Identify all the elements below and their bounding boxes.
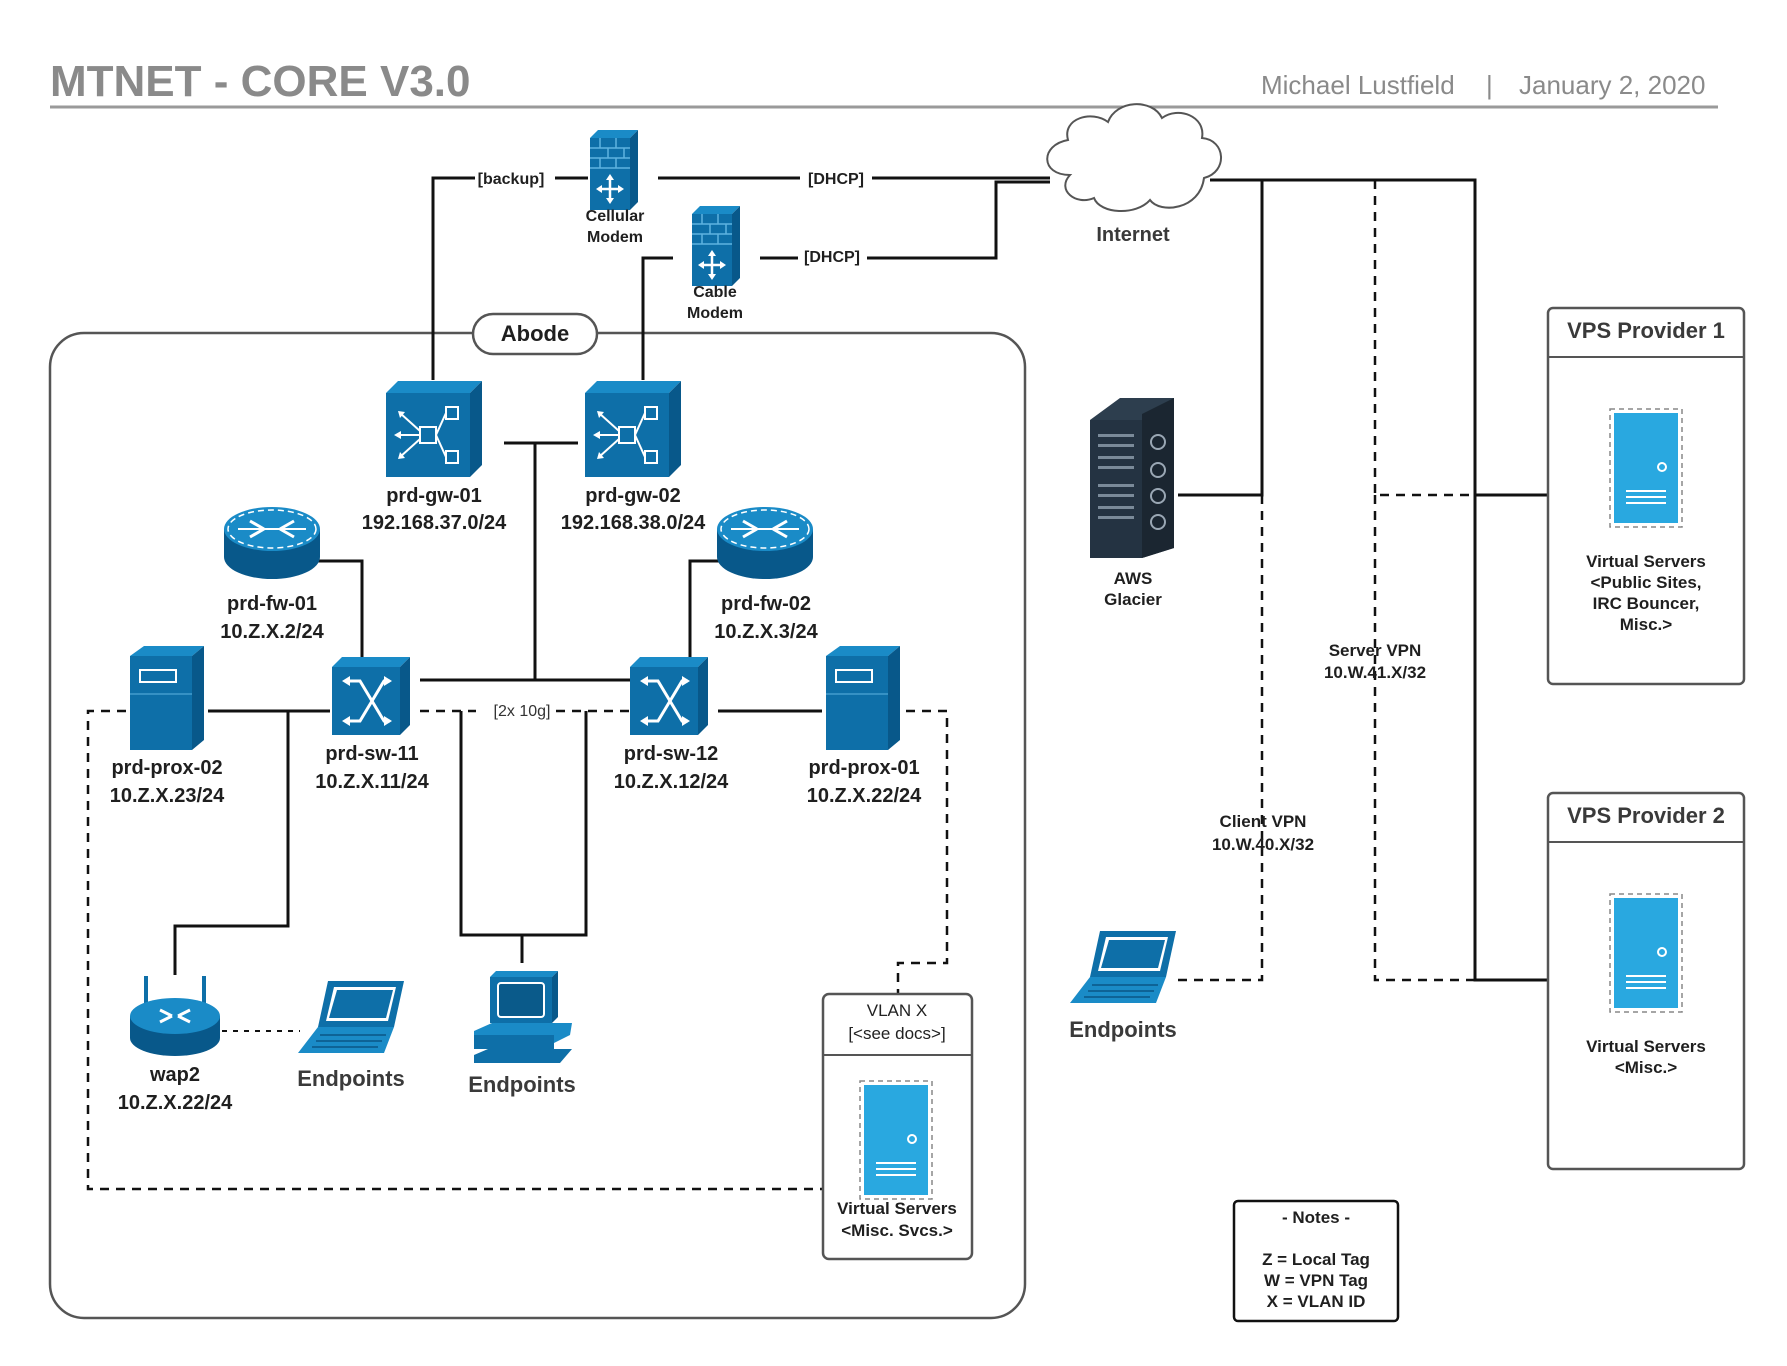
header-author: Michael Lustfield <box>1261 70 1455 100</box>
abode-tab <box>471 312 599 356</box>
gw01-name: prd-gw-01 <box>386 485 482 507</box>
client-vpn-line <box>1178 495 1264 982</box>
notes-title: - Notes - <box>1282 1208 1350 1227</box>
firewall-icon-02 <box>715 505 815 581</box>
gw02-name: prd-gw-02 <box>585 485 681 507</box>
wap-icon <box>128 974 222 1058</box>
sw11-name: prd-sw-11 <box>325 743 418 765</box>
cable-modem-icon <box>690 204 742 288</box>
fw02-name: prd-fw-02 <box>721 593 811 615</box>
desktop-icon <box>473 970 573 1064</box>
client-vpn-line2: 10.W.40.X/32 <box>1212 835 1314 854</box>
notes-line2: W = VPN Tag <box>1264 1271 1368 1290</box>
vps1-title: VPS Provider 1 <box>1567 318 1725 343</box>
abode-label: Abode <box>501 321 569 346</box>
client-vpn-line1: Client VPN <box>1220 812 1307 831</box>
link-fw01-sw11 <box>318 559 364 667</box>
fw02-ip: 10.Z.X.3/24 <box>714 621 818 643</box>
server-vpn-line-1 <box>1373 180 1475 497</box>
vlan-subtitle: [<see docs>] <box>848 1024 945 1043</box>
aws-line1: AWS <box>1114 569 1153 588</box>
prox01-ip: 10.Z.X.22/24 <box>807 785 922 807</box>
vlan-line2: <Misc. Svcs.> <box>841 1221 953 1240</box>
cable-modem-line2: Modem <box>687 305 743 322</box>
cellular-modem-line2: Modem <box>587 229 643 246</box>
wap-name: wap2 <box>149 1064 200 1086</box>
cloud-icon <box>1046 103 1222 213</box>
header-date: January 2, 2020 <box>1519 70 1705 100</box>
prox01-name: prd-prox-01 <box>808 757 919 779</box>
vlan-loop-left <box>86 709 823 1191</box>
backup-link-label: [backup] <box>478 171 545 188</box>
page-title: MTNET - CORE V3.0 <box>50 57 471 106</box>
prox02-ip: 10.Z.X.23/24 <box>110 785 225 807</box>
firewall-icon-01 <box>222 505 322 581</box>
sw11-ip: 10.Z.X.11/24 <box>315 771 429 793</box>
vps-provider-2 <box>1546 791 1746 1171</box>
vps1-line4: Misc.> <box>1620 615 1673 634</box>
vps2-virtual-server-icon <box>1609 893 1683 1013</box>
server-vpn-line1: Server VPN <box>1329 641 1422 660</box>
switch-icon-11 <box>330 655 412 737</box>
cellular-dhcp-label: [DHCP] <box>808 171 864 188</box>
fw01-name: prd-fw-01 <box>227 593 317 615</box>
internet-label: Internet <box>1096 224 1170 246</box>
gateway-icon-02 <box>584 380 682 478</box>
vps2-line2: <Misc.> <box>1615 1058 1677 1077</box>
vps1-line1: Virtual Servers <box>1586 552 1706 571</box>
switch-icon-12 <box>628 655 710 737</box>
link-sw-desktop <box>459 711 588 937</box>
cable-dhcp-label: [DHCP] <box>804 249 860 266</box>
notes-line3: X = VLAN ID <box>1267 1292 1366 1311</box>
vps1-line3: IRC Bouncer, <box>1593 594 1700 613</box>
remote-laptop-icon <box>1069 930 1177 1004</box>
gw02-net: 192.168.38.0/24 <box>561 512 706 534</box>
vps-provider-1 <box>1546 306 1746 686</box>
vlan-line1: Virtual Servers <box>837 1199 957 1218</box>
server-icon-prox02 <box>129 645 205 751</box>
vps2-line1: Virtual Servers <box>1586 1037 1706 1056</box>
laptop-endpoints-label: Endpoints <box>297 1066 405 1091</box>
notes-line1: Z = Local Tag <box>1262 1250 1370 1269</box>
vlan-title: VLAN X <box>867 1001 927 1020</box>
cable-modem-line1: Cable <box>693 284 737 301</box>
remote-endpoints-label: Endpoints <box>1069 1017 1177 1042</box>
fw01-ip: 10.Z.X.2/24 <box>220 621 324 643</box>
notes-box <box>1232 1199 1400 1323</box>
vlan-loop-right <box>896 709 949 994</box>
vps1-line2: <Public Sites, <box>1590 573 1701 592</box>
link-gw-sw11 <box>420 443 537 682</box>
prox02-name: prd-prox-02 <box>111 757 222 779</box>
server-icon-prox01 <box>825 645 901 751</box>
link-internet-vps2 <box>1473 495 1548 982</box>
laptop-icon <box>297 980 405 1054</box>
sw12-name: prd-sw-12 <box>624 743 718 765</box>
gw01-net: 192.168.37.0/24 <box>362 512 507 534</box>
aws-glacier-rack-icon <box>1090 398 1174 558</box>
cellular-modem-line1: Cellular <box>586 208 645 225</box>
vps1-virtual-server-icon <box>1609 408 1683 528</box>
switch-link-label: [2x 10g] <box>494 703 551 720</box>
wap-ip: 10.Z.X.22/24 <box>118 1092 233 1114</box>
link-sw11-wap <box>173 711 290 975</box>
gateway-icon-01 <box>385 380 483 478</box>
server-vpn-line-2 <box>1373 495 1475 982</box>
sw12-ip: 10.Z.X.12/24 <box>614 771 729 793</box>
vps2-title: VPS Provider 2 <box>1567 803 1725 828</box>
cellular-modem-icon <box>588 128 640 212</box>
vlan-virtual-server-icon <box>859 1080 933 1200</box>
aws-line2: Glacier <box>1104 590 1162 609</box>
header-separator: | <box>1486 70 1493 100</box>
server-vpn-line2: 10.W.41.X/32 <box>1324 663 1426 682</box>
desktop-endpoints-label: Endpoints <box>468 1072 576 1097</box>
link-cable-dhcp-right <box>867 180 1050 260</box>
link-gw01-cellular <box>431 176 475 380</box>
link-internet-vps1 <box>1210 178 1548 497</box>
link-gw02-cable <box>641 256 673 380</box>
link-internet-aws <box>1178 180 1264 497</box>
